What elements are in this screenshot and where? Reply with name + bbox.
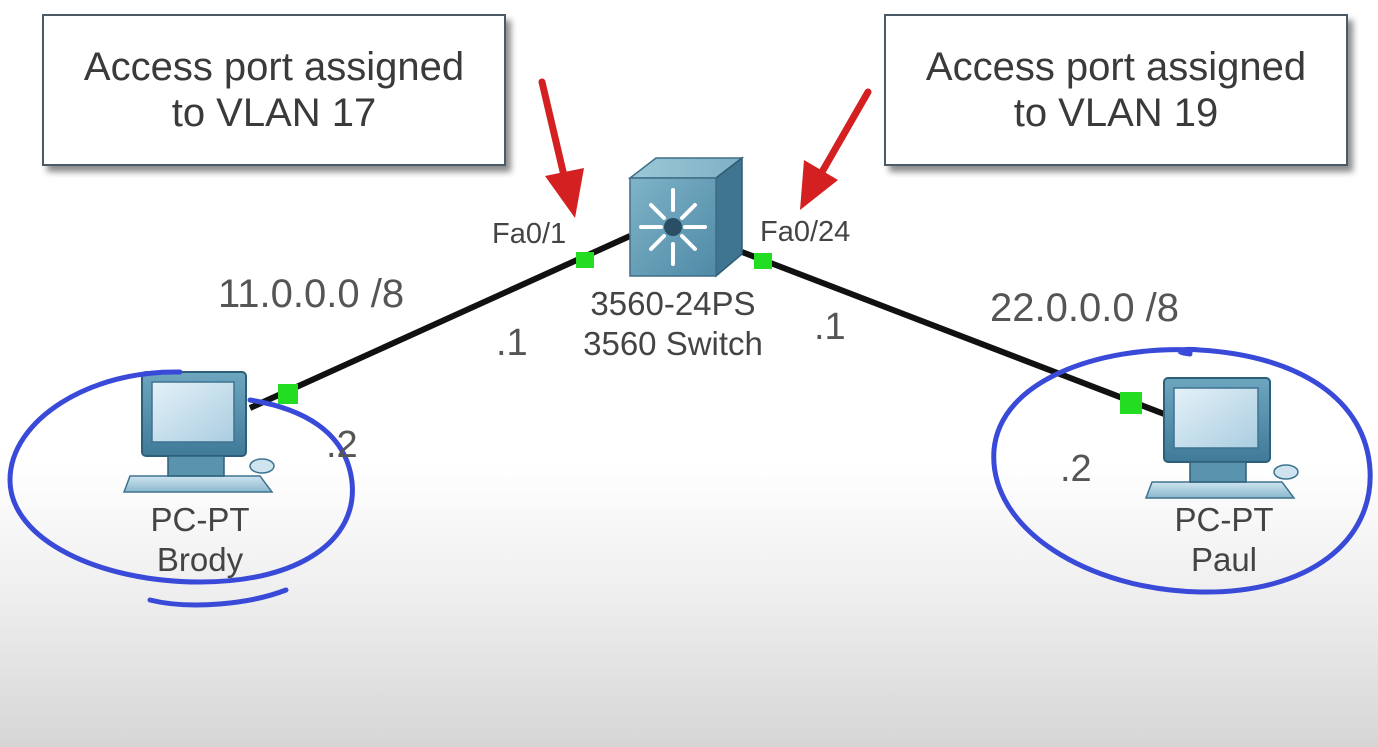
annotation-circle-paul — [991, 347, 1373, 595]
callout-vlan-17: Access port assigned to VLAN 17 — [42, 14, 506, 166]
port-dot-pc-paul — [1120, 392, 1142, 414]
ip-switch-left: .1 — [496, 322, 528, 364]
callout-vlan-17-line1: Access port assigned — [83, 45, 465, 89]
pc-brody-name: Brody — [156, 541, 244, 578]
port-label-fa0-24: Fa0/24 — [760, 216, 851, 248]
pc-label-brody: PC-PT Brody — [120, 500, 280, 580]
ip-pc-paul: .2 — [1060, 448, 1092, 490]
callout-vlan-17-line2: to VLAN 17 — [171, 91, 377, 135]
network-label-right: 22.0.0.0 /8 — [990, 286, 1180, 330]
arrow-to-fa0-24 — [800, 88, 872, 210]
switch-label: 3560-24PS 3560 Switch — [562, 284, 784, 364]
port-dot-switch-fa0-1 — [576, 252, 594, 268]
pc-icon-paul — [1144, 377, 1299, 499]
ip-pc-brody: .2 — [326, 424, 358, 466]
pc-label-paul: PC-PT Paul — [1144, 500, 1304, 580]
annotation-underline-brody — [147, 587, 289, 608]
link-left — [248, 233, 632, 411]
pc-brody-type: PC-PT — [150, 501, 250, 538]
annotation-circle-brody — [7, 369, 355, 585]
port-dot-switch-fa0-24 — [754, 253, 772, 269]
pc-icon-brody — [122, 371, 275, 493]
ip-switch-right: .1 — [814, 306, 846, 348]
pc-paul-name: Paul — [1190, 541, 1258, 578]
pc-paul-type: PC-PT — [1174, 501, 1274, 538]
switch-model: 3560-24PS — [590, 285, 756, 322]
callout-vlan-19-line2: to VLAN 19 — [1013, 91, 1219, 135]
port-label-fa0-1: Fa0/1 — [492, 218, 567, 250]
arrow-to-fa0-1 — [538, 78, 584, 218]
callout-vlan-19: Access port assigned to VLAN 19 — [884, 14, 1348, 166]
switch-icon — [627, 156, 745, 278]
switch-name: 3560 Switch — [583, 325, 763, 362]
link-right — [740, 249, 1174, 420]
network-label-left: 11.0.0.0 /8 — [218, 272, 405, 316]
port-dot-pc-brody — [278, 384, 298, 404]
callout-vlan-19-line1: Access port assigned — [925, 45, 1307, 89]
